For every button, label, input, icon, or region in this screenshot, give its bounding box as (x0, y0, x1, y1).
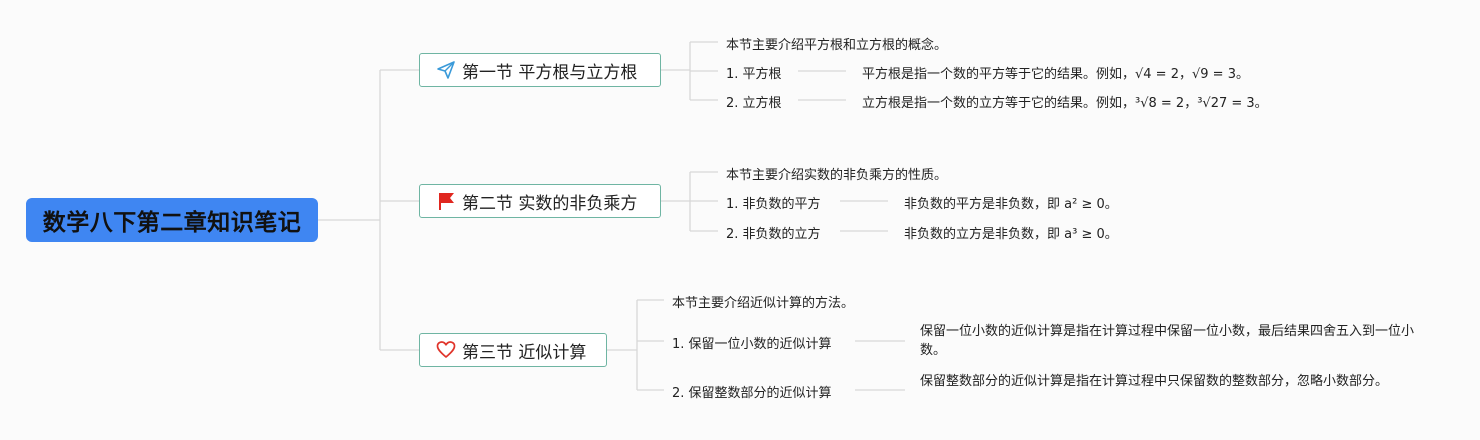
section-2-item-2-label[interactable]: 2. 非负数的立方 (726, 227, 821, 242)
section-2-intro[interactable]: 本节主要介绍实数的非负乘方的性质。 (726, 168, 948, 183)
section-1-item-2-desc[interactable]: 立方根是指一个数的立方等于它的结果。例如，³√8 = 2，³√27 = 3。 (862, 96, 1268, 111)
section-1-title: 第一节 平方根与立方根 (462, 62, 638, 83)
section-3-item-1-label[interactable]: 1. 保留一位小数的近似计算 (672, 337, 832, 352)
section-1-item-1-label[interactable]: 1. 平方根 (726, 67, 782, 82)
section-1-item-1-desc[interactable]: 平方根是指一个数的平方等于它的结果。例如，√4 = 2，√9 = 3。 (862, 67, 1249, 82)
section-2-item-2-desc[interactable]: 非负数的立方是非负数，即 a³ ≥ 0。 (904, 227, 1118, 242)
section-1-intro[interactable]: 本节主要介绍平方根和立方根的概念。 (726, 38, 948, 53)
root-topic[interactable]: 数学八下第二章知识笔记 (26, 198, 318, 242)
section-3-item-1-desc[interactable]: 保留一位小数的近似计算是指在计算过程中保留一位小数，最后结果四舍五入到一位小数。 (920, 324, 1415, 358)
red-flag-icon (436, 191, 456, 211)
section-3-node[interactable]: 第三节 近似计算 (419, 333, 607, 367)
section-2-node[interactable]: 第二节 实数的非负乘方 (419, 184, 661, 218)
section-3-title: 第三节 近似计算 (462, 342, 587, 363)
section-2-title: 第二节 实数的非负乘方 (462, 193, 638, 214)
section-3-intro[interactable]: 本节主要介绍近似计算的方法。 (672, 296, 855, 311)
section-3-item-2-label[interactable]: 2. 保留整数部分的近似计算 (672, 386, 832, 401)
section-2-item-1-desc[interactable]: 非负数的平方是非负数，即 a² ≥ 0。 (904, 197, 1118, 212)
heart-outline-icon (436, 340, 456, 360)
section-3-item-2-desc[interactable]: 保留整数部分的近似计算是指在计算过程中只保留数的整数部分，忽略小数部分。 (920, 374, 1389, 389)
paper-plane-icon (436, 60, 456, 80)
section-1-node[interactable]: 第一节 平方根与立方根 (419, 53, 661, 87)
section-1-item-2-label[interactable]: 2. 立方根 (726, 96, 782, 111)
section-2-item-1-label[interactable]: 1. 非负数的平方 (726, 197, 821, 212)
